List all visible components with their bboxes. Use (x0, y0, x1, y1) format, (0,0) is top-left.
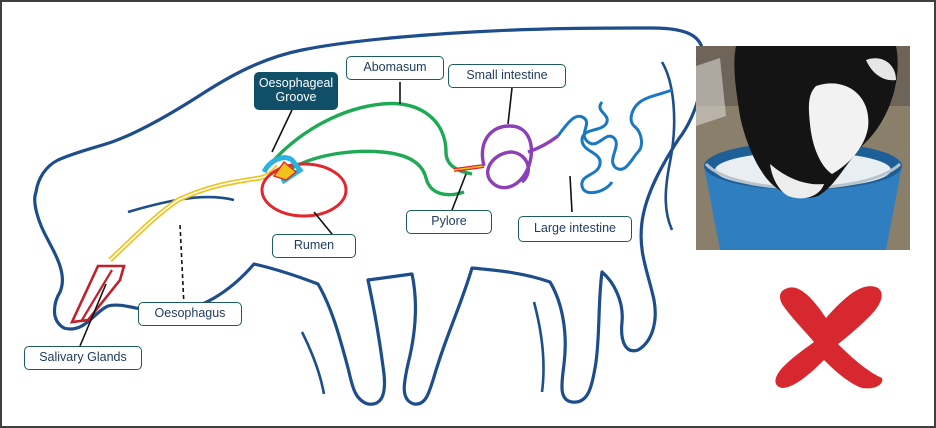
small-intestine-path (482, 126, 558, 188)
oesophagus-path (110, 166, 278, 260)
label-oesophageal-groove: Oesophageal Groove (254, 72, 338, 110)
label-oesophageal-groove-line1: Oesophageal (259, 77, 333, 91)
label-rumen: Rumen (272, 234, 356, 258)
cow-tail (662, 62, 674, 230)
label-small-intestine: Small intestine (448, 64, 566, 88)
cow-leg-line-rear (534, 302, 544, 392)
leader-large-intestine (570, 176, 572, 212)
abomasum-path (274, 104, 472, 195)
label-pylore: Pylore (406, 210, 492, 234)
calf-drinking-photo (696, 46, 910, 250)
label-oesophagus: Oesophagus (138, 302, 242, 326)
leader-small-intestine (508, 88, 512, 124)
calf-photo-illustration (696, 46, 910, 250)
label-abomasum: Abomasum (346, 56, 444, 80)
leader-oesophagus (180, 224, 184, 306)
rumen-shape (262, 164, 346, 216)
label-salivary-glands: Salivary Glands (24, 346, 142, 370)
cross-mark-icon (766, 280, 890, 390)
label-oesophageal-groove-line2: Groove (276, 91, 317, 105)
cow-leg-line-front (302, 332, 324, 394)
label-large-intestine: Large intestine (518, 216, 632, 242)
leader-rumen (314, 212, 332, 234)
